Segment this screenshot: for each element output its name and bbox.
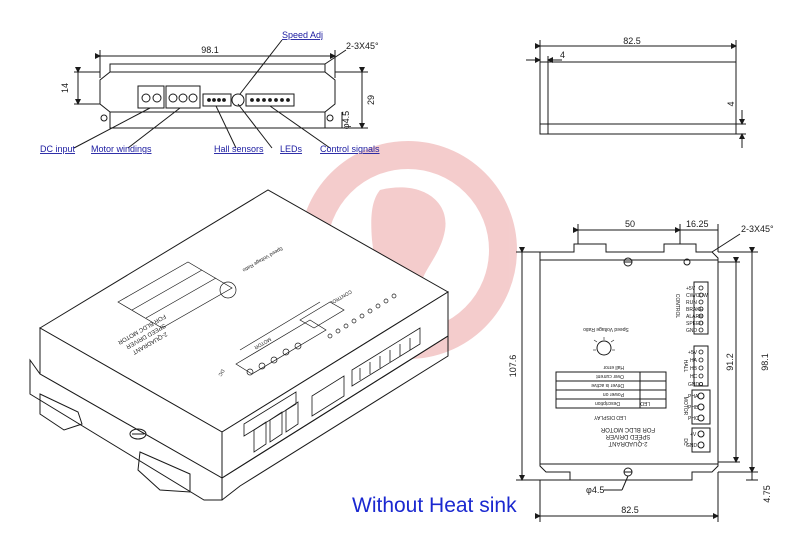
side-width-dim: 82.5 — [623, 36, 641, 46]
pin-label: BRAKE — [686, 307, 704, 313]
caption: Without Heat sink — [352, 494, 517, 517]
pin-label: PHB — [688, 405, 699, 411]
pin-label: PHA — [688, 394, 699, 400]
top-hole-dim: φ4.5 — [586, 485, 604, 495]
pin-label: RUN — [686, 300, 697, 306]
top-label-line2: SPEED DRIVER — [605, 433, 650, 439]
pin-label: HB — [690, 366, 698, 372]
front-hole-dim: φ4.5 — [341, 111, 351, 129]
pin-label: SPEED — [686, 321, 703, 327]
top-dc-label: DC — [682, 438, 688, 446]
iso-view — [29, 189, 449, 501]
top-chamfer-dim: 2-3X45° — [741, 224, 774, 234]
front-width-dim: 98.1 — [201, 45, 219, 55]
pin-label: GND — [688, 382, 700, 388]
top-view-product-label: 2-QUADRANT SPEED DRIVER FOR BLDC MOTOR — [600, 426, 655, 446]
pin-label: HC — [690, 374, 698, 380]
top-motor-label: MOTOR — [682, 397, 688, 416]
pin-label: GND — [686, 328, 698, 334]
led-table-row: Power on — [603, 391, 624, 397]
callout-motor-windings: Motor windings — [91, 144, 152, 154]
top-control-pins: +5V CW/CCW RUN BRAKE ALARM SPEED GND — [686, 286, 708, 334]
top-view — [516, 224, 758, 522]
top-control-label: CONTROL — [674, 294, 680, 319]
top-height-body-dim: 98.1 — [760, 353, 770, 371]
front-height-dim: 14 — [60, 83, 70, 93]
top-dc-pins: +V GND — [686, 432, 698, 449]
led-table-header-desc: Description — [595, 400, 620, 406]
pin-label: ALARM — [686, 314, 703, 320]
led-table-header-led: LED — [640, 400, 650, 406]
top-hall-label: HALL — [682, 360, 688, 373]
pin-label: +V — [690, 432, 697, 438]
top-label-line1: 2-QUADRANT — [608, 440, 647, 446]
side-thickness-dim: 4 — [726, 101, 736, 106]
pin-label: PHC — [688, 416, 699, 422]
front-view — [73, 39, 368, 149]
pin-label: HA — [690, 358, 698, 364]
side-offset-dim: 4 — [560, 50, 565, 60]
top-height-inner-dim: 91.2 — [725, 353, 735, 371]
callout-leds: LEDs — [280, 144, 303, 154]
top-led-display-label: LED DISPLAY — [593, 414, 626, 420]
pin-label: GND — [686, 443, 698, 449]
pin-label: +5V — [688, 350, 698, 356]
front-depth-dim: 29 — [366, 95, 376, 105]
top-margin-dim: 4.75 — [762, 485, 772, 503]
callout-speed-adj: Speed Adj — [282, 30, 323, 40]
top-led-table: LED Description Power on Driver is activ… — [591, 364, 650, 406]
callout-dc-input: DC input — [40, 144, 76, 154]
callout-control-signals: Control signals — [320, 144, 380, 154]
top-hall-pins: +5V HA HB HC GND — [688, 350, 700, 388]
side-view — [526, 40, 746, 148]
pin-label: CW/CCW — [686, 293, 708, 299]
led-table-row: Over current — [596, 373, 624, 379]
top-height-total-dim: 107.6 — [508, 355, 518, 378]
led-table-row: Hall error — [603, 364, 624, 370]
iso-dc-label: DC — [216, 368, 225, 378]
top-edge-dim: 16.25 — [686, 219, 709, 229]
led-table-row: Driver is active — [591, 382, 624, 388]
top-width-dim: 82.5 — [621, 505, 639, 515]
top-speed-voltage-label: Speed Voltage Ratio — [583, 326, 629, 332]
top-label-line3: FOR BLDC MOTOR — [600, 426, 655, 432]
pin-label: +5V — [686, 286, 696, 292]
front-chamfer-dim: 2-3X45° — [346, 41, 379, 51]
callout-hall-sensors: Hall sensors — [214, 144, 264, 154]
top-motor-pins: PHA PHB PHC — [688, 394, 699, 422]
top-span-dim: 50 — [625, 219, 635, 229]
